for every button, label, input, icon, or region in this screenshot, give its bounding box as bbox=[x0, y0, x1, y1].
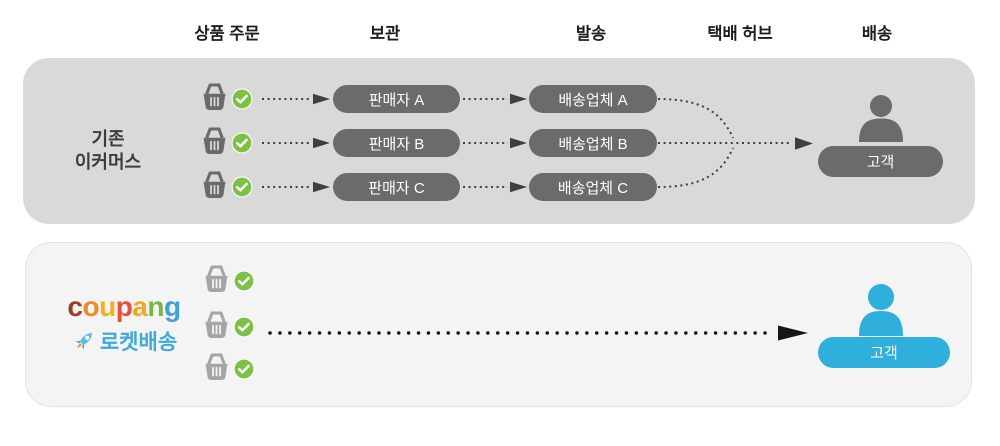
shopping-basket-icon bbox=[205, 311, 228, 339]
rocket-icon bbox=[75, 332, 92, 350]
carrier-node-a: 배송업체 A bbox=[529, 85, 657, 113]
check-circle-icon bbox=[231, 176, 253, 198]
logo-letter: a bbox=[132, 291, 148, 322]
logo-letter: c bbox=[67, 291, 83, 322]
logo-letter: n bbox=[147, 291, 164, 322]
service-name: 로켓배송 bbox=[99, 331, 178, 354]
check-circle-icon bbox=[231, 132, 253, 154]
shopping-basket-icon bbox=[203, 171, 226, 199]
logo-letter: o bbox=[82, 291, 100, 322]
order-basket-coupang-3 bbox=[201, 352, 255, 382]
column-header-dispatch: 발송 bbox=[575, 25, 607, 43]
carrier-node-c: 배송업체 C bbox=[529, 173, 657, 201]
coupang-brand-block: coupang 로켓배송 bbox=[55, 292, 193, 356]
order-basket-coupang-2 bbox=[201, 310, 255, 340]
traditional-section-label: 기존 이커머스 bbox=[74, 129, 142, 172]
column-header-order: 상품 주문 bbox=[194, 25, 260, 43]
column-header-hub: 택배 허브 bbox=[707, 25, 773, 43]
check-circle-icon bbox=[233, 270, 255, 292]
logo-letter: p bbox=[115, 291, 133, 322]
order-basket-row3 bbox=[199, 170, 253, 200]
shopping-basket-icon bbox=[203, 83, 226, 111]
customer-node-traditional: 고객 bbox=[818, 146, 943, 177]
logo-letter: g bbox=[163, 291, 181, 322]
person-icon bbox=[859, 95, 903, 142]
check-circle-icon bbox=[231, 88, 253, 110]
check-circle-icon bbox=[233, 316, 255, 338]
shopping-basket-icon bbox=[205, 265, 228, 293]
coupang-rocket-panel bbox=[25, 242, 972, 407]
logo-letter: u bbox=[99, 291, 116, 322]
seller-node-c: 판매자 C bbox=[333, 173, 460, 201]
rocket-delivery-logo: 로켓배송 bbox=[55, 326, 193, 356]
order-basket-row1 bbox=[199, 82, 253, 112]
column-header-delivery: 배송 bbox=[861, 25, 893, 43]
person-icon bbox=[859, 284, 903, 336]
customer-icon-gray bbox=[857, 95, 905, 147]
column-header-storage: 보관 bbox=[369, 25, 401, 43]
check-circle-icon bbox=[233, 358, 255, 380]
seller-node-a: 판매자 A bbox=[333, 85, 460, 113]
traditional-ecommerce-panel bbox=[23, 58, 975, 224]
shopping-basket-icon bbox=[205, 353, 228, 381]
carrier-node-b: 배송업체 B bbox=[529, 129, 657, 157]
seller-node-b: 판매자 B bbox=[333, 129, 460, 157]
shopping-basket-icon bbox=[203, 127, 226, 155]
order-basket-coupang-1 bbox=[201, 264, 255, 294]
order-basket-row2 bbox=[199, 126, 253, 156]
customer-icon-blue bbox=[857, 284, 905, 341]
customer-node-coupang: 고객 bbox=[818, 337, 950, 368]
coupang-logo: coupang bbox=[55, 292, 193, 322]
